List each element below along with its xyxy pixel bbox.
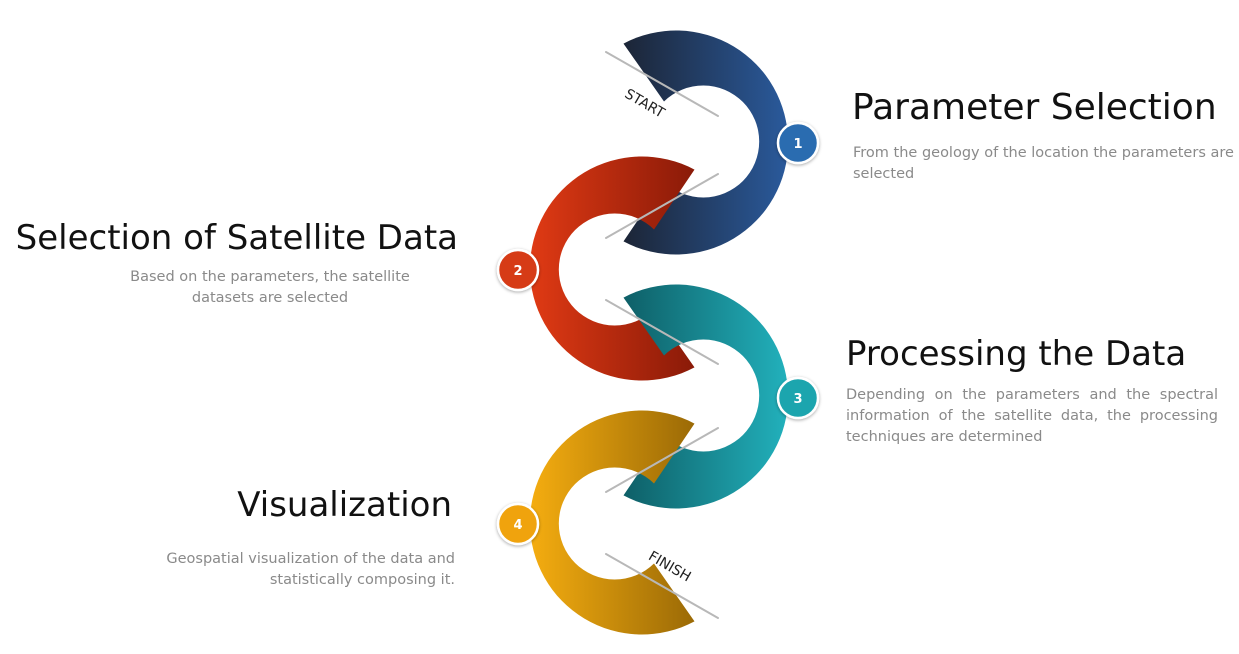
step-badge-2: 2 bbox=[496, 248, 540, 292]
step-4-description: Geospatial visualization of the data and… bbox=[166, 551, 455, 588]
step-3-description: Depending on the parameters and the spec… bbox=[846, 387, 1218, 445]
step-badge-4-circle bbox=[496, 502, 540, 546]
connector-line-1-2 bbox=[605, 173, 719, 239]
step-badge-1-circle bbox=[776, 121, 820, 165]
connector-line-3-4 bbox=[605, 427, 719, 493]
step-badge-3: 3 bbox=[776, 376, 820, 420]
ring-segment-4 bbox=[529, 410, 695, 635]
start-line bbox=[605, 51, 719, 117]
step-badge-4: 4 bbox=[496, 502, 540, 546]
step-badge-1-number: 1 bbox=[793, 137, 802, 152]
step-2-title: Selection of Satellite Data bbox=[15, 218, 458, 258]
step-badge-3-number: 3 bbox=[793, 392, 802, 407]
step-2-description: Based on the parameters, the satellite d… bbox=[130, 269, 410, 306]
step-badge-4-number: 4 bbox=[513, 518, 522, 533]
step-1-title: Parameter Selection bbox=[852, 87, 1217, 128]
connector-line-2-3 bbox=[605, 299, 719, 365]
step-badge-2-number: 2 bbox=[513, 264, 522, 279]
step-1-description: From the geology of the location the par… bbox=[853, 145, 1234, 182]
finish-line bbox=[605, 553, 719, 619]
step-3-title: Processing the Data bbox=[846, 334, 1187, 374]
step-badge-1: 1 bbox=[776, 121, 820, 165]
step-badge-2-circle bbox=[496, 248, 540, 292]
step-badge-3-circle bbox=[776, 376, 820, 420]
connector-lines bbox=[605, 51, 719, 619]
step-4-title: Visualization bbox=[237, 485, 452, 525]
